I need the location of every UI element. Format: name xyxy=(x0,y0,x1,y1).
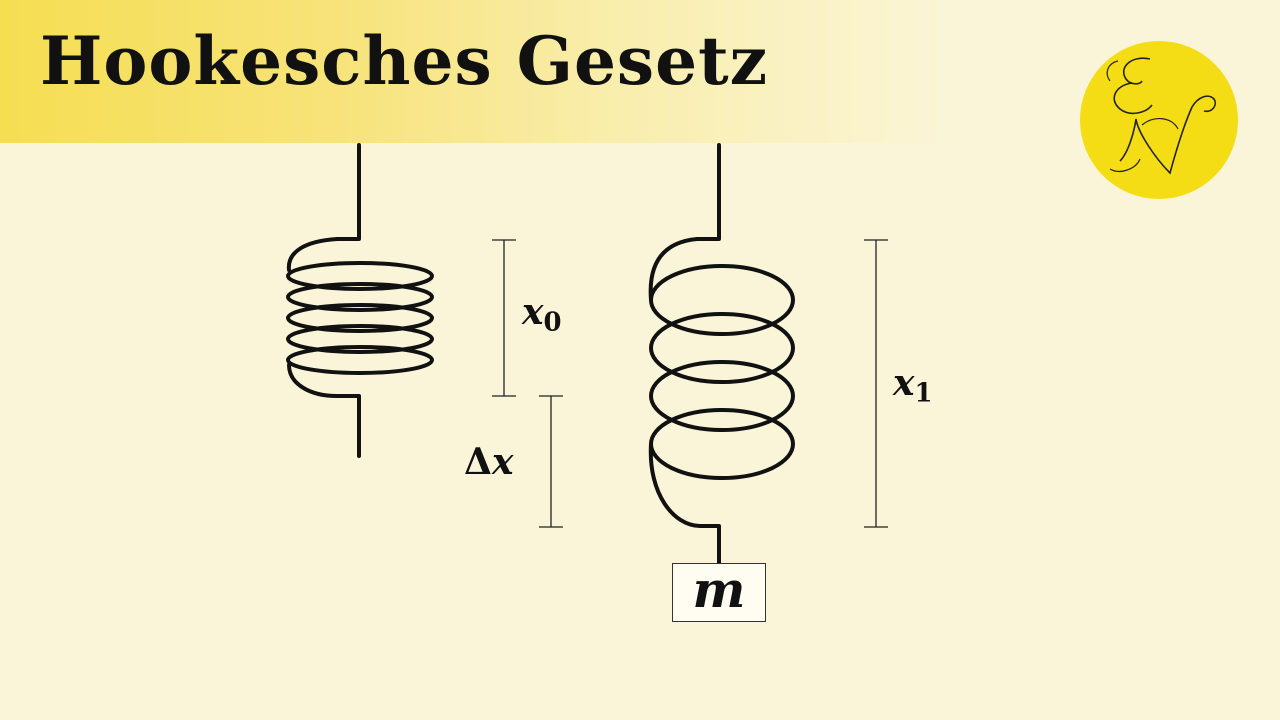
stretched-spring xyxy=(648,143,795,565)
delta-symbol: Δ xyxy=(464,441,492,483)
x0-subscript: 0 xyxy=(543,307,562,338)
x1-label: x1 xyxy=(893,362,933,408)
stretched-spring-top-wire xyxy=(648,143,721,302)
stretched-spring-bottom-wire xyxy=(648,442,721,565)
title-banner xyxy=(0,0,960,143)
x1-dimension-bracket xyxy=(864,239,888,528)
page-title: Hookesches Gesetz xyxy=(40,22,769,100)
x1-variable: x xyxy=(893,362,915,404)
x0-variable: x xyxy=(522,291,544,333)
x0-label: x0 xyxy=(522,291,562,337)
logo-monogram-icon xyxy=(1106,57,1217,175)
relaxed-spring-coil xyxy=(286,261,434,291)
relaxed-spring-bottom-wire xyxy=(287,363,361,458)
x1-subscript: 1 xyxy=(914,378,933,409)
stretched-spring-coil xyxy=(649,360,795,432)
logo xyxy=(1080,41,1238,199)
delta-x-variable: x xyxy=(491,441,514,483)
stretched-spring-coil xyxy=(649,312,795,384)
mass-block: m xyxy=(672,563,766,622)
relaxed-spring-coil xyxy=(286,303,434,333)
relaxed-spring xyxy=(286,143,434,458)
delta-x-dimension-bracket xyxy=(539,395,563,528)
stretched-spring-coil xyxy=(649,408,795,480)
delta-x-label: Δx xyxy=(464,441,513,483)
relaxed-spring-coil xyxy=(286,324,434,354)
relaxed-spring-coil xyxy=(286,345,434,375)
mass-label: m xyxy=(692,559,746,619)
relaxed-spring-coil xyxy=(286,282,434,312)
relaxed-spring-top-wire xyxy=(286,143,361,272)
x0-dimension-bracket xyxy=(492,239,516,397)
stretched-spring-coil xyxy=(649,264,795,336)
